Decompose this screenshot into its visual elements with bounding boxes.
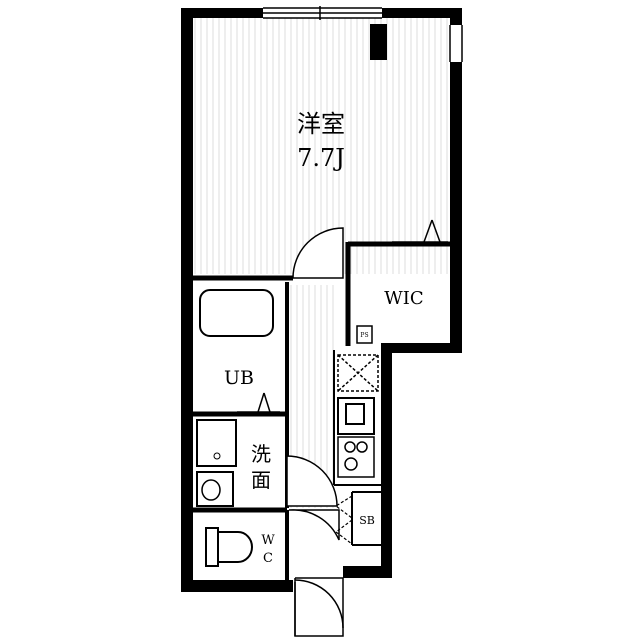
western-room-size: 7.7J bbox=[297, 144, 345, 172]
room-door[interactable] bbox=[292, 227, 344, 279]
entrance-door[interactable] bbox=[294, 577, 344, 637]
toilet-fixture bbox=[205, 527, 253, 567]
wic-label: WIC bbox=[384, 288, 423, 309]
washroom-label-2: 面 bbox=[251, 468, 271, 492]
toilet-label-2: C bbox=[263, 551, 273, 566]
top-window bbox=[263, 6, 382, 20]
kitchen-sink bbox=[337, 397, 375, 435]
shoe-box-door[interactable] bbox=[334, 495, 353, 545]
stove bbox=[337, 436, 375, 478]
shoe-box-label: SB bbox=[359, 514, 375, 527]
wash-basin bbox=[196, 471, 234, 507]
unit-bath-label: UB bbox=[224, 367, 254, 389]
pipe-space-label: PS bbox=[360, 332, 368, 339]
pipe-space-box bbox=[356, 325, 373, 344]
western-room-label: 洋室 bbox=[297, 110, 345, 138]
western-room-floor bbox=[193, 18, 450, 274]
exterior-walls bbox=[181, 8, 462, 592]
air-conditioner bbox=[370, 24, 387, 60]
toilet-label-1: W bbox=[261, 533, 275, 548]
washing-machine-pan bbox=[196, 419, 237, 467]
washroom-label-1: 洗 bbox=[251, 442, 271, 466]
interior-walls bbox=[193, 241, 450, 580]
bathtub bbox=[199, 289, 274, 337]
toilet-door[interactable] bbox=[288, 509, 340, 541]
wic-door[interactable] bbox=[392, 219, 448, 243]
bath-door[interactable] bbox=[237, 392, 280, 413]
right-window bbox=[449, 25, 463, 62]
drain bbox=[213, 452, 221, 460]
fridge-space bbox=[337, 354, 379, 392]
